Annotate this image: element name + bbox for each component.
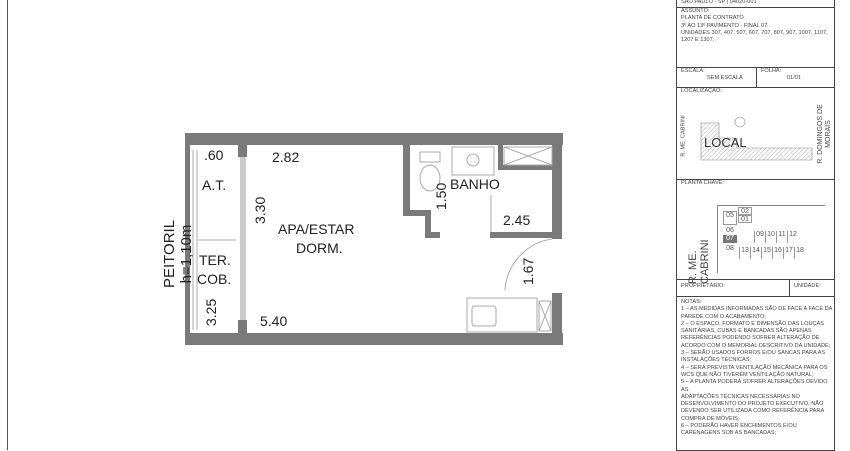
note-line: SANITÁRIAS, CUBAS E BANCADAS SÃO APENAS bbox=[681, 328, 812, 335]
note-line: REFERÊNCIAS PODENDO SOFRER ALTERAÇÃO DE bbox=[681, 335, 820, 342]
location-mark: LOCAL bbox=[704, 135, 747, 150]
address: SÃO PAULO - SP | 04020-001 bbox=[677, 0, 834, 8]
key-unit: 17 bbox=[783, 247, 794, 259]
note-line: 4 – SERÁ PREVISTA VENTILAÇÃO MECÂNICA PA… bbox=[681, 364, 828, 371]
note-line: COMPRA DE MÓVEIS; bbox=[681, 415, 740, 422]
note-line: 2 – O ESPAÇO, FORMATO E DIMENSÃO DAS LOU… bbox=[681, 320, 824, 327]
key-unit: 18 bbox=[794, 247, 805, 259]
bath-label: BANHO bbox=[450, 176, 500, 192]
note-line: 3 – SERÃO USADOS FORROS E/OU SANCAS PARA… bbox=[681, 350, 826, 357]
room-label-1: APA/ESTAR bbox=[278, 221, 355, 237]
sill-note: PEITORIL h=1,10m bbox=[161, 219, 195, 289]
bath-width: 2.45 bbox=[503, 212, 531, 228]
at-width: .60 bbox=[204, 147, 224, 163]
scale-section: ESCALA: SEM ESCALA FOLHA: 01/01 bbox=[677, 68, 834, 88]
note-line: PAREDE COM O ACABAMENTO; bbox=[681, 313, 766, 320]
subject-label: ASSUNTO: bbox=[681, 8, 710, 14]
room-label-2: DORM. bbox=[296, 240, 343, 256]
room-depth: 3.30 bbox=[252, 196, 268, 224]
title-block: SÃO PAULO - SP | 04020-001 ASSUNTO: PLAN… bbox=[676, 0, 835, 451]
bath-depth: 1.50 bbox=[433, 182, 449, 210]
sheet-label: FOLHA: bbox=[761, 68, 782, 74]
location-street-right: R. DOMINGOS DE MORAIS bbox=[817, 104, 832, 164]
notes-label: NOTAS: bbox=[681, 299, 702, 305]
owner-label: PROPRIETÁRIO: bbox=[681, 283, 725, 289]
note-line: 1 – AS MEDIDAS INFORMADAS SÃO DE FACE A … bbox=[681, 306, 833, 313]
scale-value: SEM ESCALA bbox=[707, 75, 743, 82]
north-icon bbox=[734, 116, 746, 128]
key-unit: 13 bbox=[739, 247, 750, 259]
key-unit-highlighted: 07 bbox=[723, 235, 737, 243]
location-map bbox=[700, 116, 813, 161]
subject-line: UNIDADES 307, 407, 507, 607, 707, 807, 9… bbox=[681, 29, 828, 36]
key-unit: 16 bbox=[772, 247, 783, 259]
scale-label: ESCALA: bbox=[681, 68, 705, 74]
subject-line: PLANTA DE CONTRATO bbox=[681, 15, 744, 22]
location-section: LOCALIZAÇÃO: R. ME. CABRINI LOCAL R. DOM… bbox=[677, 88, 834, 180]
key-unit: 11 bbox=[776, 231, 787, 243]
key-plan-map: 05 02 01 06 07 08 09 10 11 12 13 14 15 1… bbox=[717, 205, 832, 275]
key-plan-label: PLANTA CHAVE: bbox=[681, 180, 725, 186]
key-unit: 08 bbox=[726, 245, 734, 252]
note-line: 6 – PODERÃO HAVER ENCHIMENTOS E/OU bbox=[681, 423, 797, 430]
sheet-border bbox=[7, 0, 8, 450]
subject-line: 3º AO 13º PAVIMENTO - FINAL 07 bbox=[681, 22, 768, 29]
subject-line: 1207 E 1307. bbox=[681, 37, 715, 44]
note-line: CARENAGENS SOB AS BANCADAS; bbox=[681, 430, 777, 437]
key-plan-section: PLANTA CHAVE: R. ME. CABRINI 05 02 01 06… bbox=[677, 180, 834, 284]
key-unit: 12 bbox=[787, 231, 798, 243]
terrace-label-1: TER. bbox=[199, 252, 231, 268]
note-line: 5 – A PLANTA PODERÁ SOFRER ALTERAÇÕES DE… bbox=[681, 379, 828, 393]
unit-label: UNIDADE: bbox=[794, 283, 821, 289]
key-unit: 14 bbox=[750, 247, 761, 259]
key-unit: 09 bbox=[754, 231, 765, 243]
key-plan-street: R. ME. CABRINI bbox=[687, 239, 711, 284]
room-width-top: 2.82 bbox=[272, 149, 300, 165]
note-line: DEVENDO SER UTILIZADA COMO REFERÊNCIA PA… bbox=[681, 408, 825, 415]
key-unit: 01 bbox=[738, 215, 752, 223]
entry-width: 1.67 bbox=[520, 257, 536, 285]
at-label: A.T. bbox=[202, 177, 227, 193]
key-unit: 05 bbox=[723, 211, 737, 225]
room-width-bottom: 5.40 bbox=[260, 313, 288, 329]
floor-plan bbox=[185, 133, 563, 345]
key-unit: 02 bbox=[738, 207, 752, 215]
key-unit: 10 bbox=[765, 231, 776, 243]
owner-section: PROPRIETÁRIO: UNIDADE: bbox=[677, 280, 834, 297]
sheet-value: 01/01 bbox=[787, 75, 801, 82]
terrace-length: 3.25 bbox=[203, 298, 219, 326]
note-line: ADAPTAÇÕES TÉCNICAS NECESSÁRIAS NO bbox=[681, 393, 800, 400]
note-line: WCS QUE NÃO TIVEREM VENTILAÇÃO NATURAL; bbox=[681, 371, 814, 378]
note-line: DESENVOLVIMENTO DO PROJETO EXECUTIVO, NÃ… bbox=[681, 401, 824, 408]
subject-section: ASSUNTO: PLANTA DE CONTRATO 3º AO 13º PA… bbox=[677, 8, 834, 68]
terrace-label-2: COB. bbox=[197, 271, 232, 287]
key-unit: 15 bbox=[761, 247, 772, 259]
location-street-left: R. ME. CABRINI bbox=[680, 115, 687, 157]
notes-section: NOTAS: 1 – AS MEDIDAS INFORMADAS SÃO DE … bbox=[677, 299, 834, 438]
note-line: INSTALAÇÕES TÉCNICAS; bbox=[681, 357, 752, 364]
note-line: ACORDO COM O MEMORIAL DESCRITIVO DA UNID… bbox=[681, 342, 831, 349]
location-label: LOCALIZAÇÃO: bbox=[681, 88, 722, 94]
walls bbox=[185, 133, 563, 345]
key-unit: 06 bbox=[726, 227, 734, 234]
